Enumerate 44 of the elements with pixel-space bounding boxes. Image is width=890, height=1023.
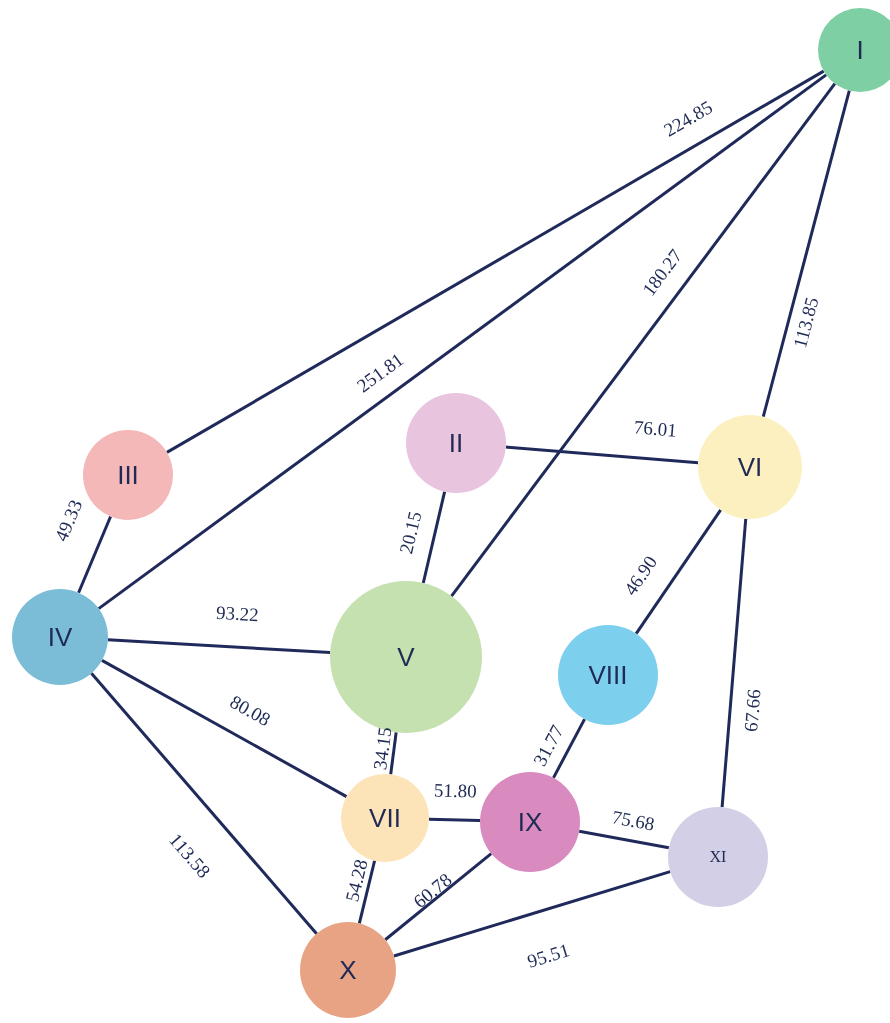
node-label: XI [709, 848, 727, 866]
edge-label: 76.01 [632, 416, 677, 440]
connector-line [578, 829, 670, 850]
edge-label: 34.15 [369, 725, 395, 771]
edge-label: 113.85 [790, 294, 822, 350]
connector-line [384, 852, 493, 941]
connector-line [450, 82, 837, 598]
edge-label: 49.33 [50, 496, 85, 544]
connector-line [107, 638, 331, 655]
node-label: VIII [588, 659, 628, 691]
edge-label: 95.51 [524, 939, 572, 971]
connector-line [166, 69, 825, 454]
node-label: X [339, 954, 357, 986]
node-label: VII [369, 802, 401, 834]
connector-line [552, 718, 586, 779]
node-label: V [397, 641, 415, 673]
node-label: II [448, 427, 464, 459]
node-label: IX [517, 806, 543, 838]
node-label: IV [47, 621, 73, 653]
node-label: I [856, 34, 864, 66]
edge-label: 75.68 [610, 806, 656, 834]
connector-line [357, 860, 377, 924]
connector-line [505, 445, 699, 465]
connector-line [634, 509, 722, 635]
node-label: III [117, 459, 139, 491]
connector-line [421, 491, 447, 584]
node-circle [818, 8, 890, 92]
connector-line [97, 73, 828, 610]
edge-label: 51.80 [433, 779, 477, 801]
connector-line [720, 518, 748, 808]
connector-line [101, 659, 348, 798]
connector-line [428, 817, 481, 823]
edge-label: 54.28 [341, 857, 371, 903]
edge-label: 93.22 [215, 602, 259, 624]
connector-line [389, 732, 398, 775]
edge-label: 31.77 [529, 721, 567, 769]
connector-line [761, 90, 851, 418]
edge-label: 67.66 [740, 687, 764, 733]
edge-label: 20.15 [395, 509, 424, 555]
edge-label: 80.08 [226, 691, 274, 729]
connector-line [393, 870, 671, 958]
node-label: VI [737, 451, 763, 483]
connector-line [77, 515, 112, 594]
connector-line [90, 672, 318, 935]
